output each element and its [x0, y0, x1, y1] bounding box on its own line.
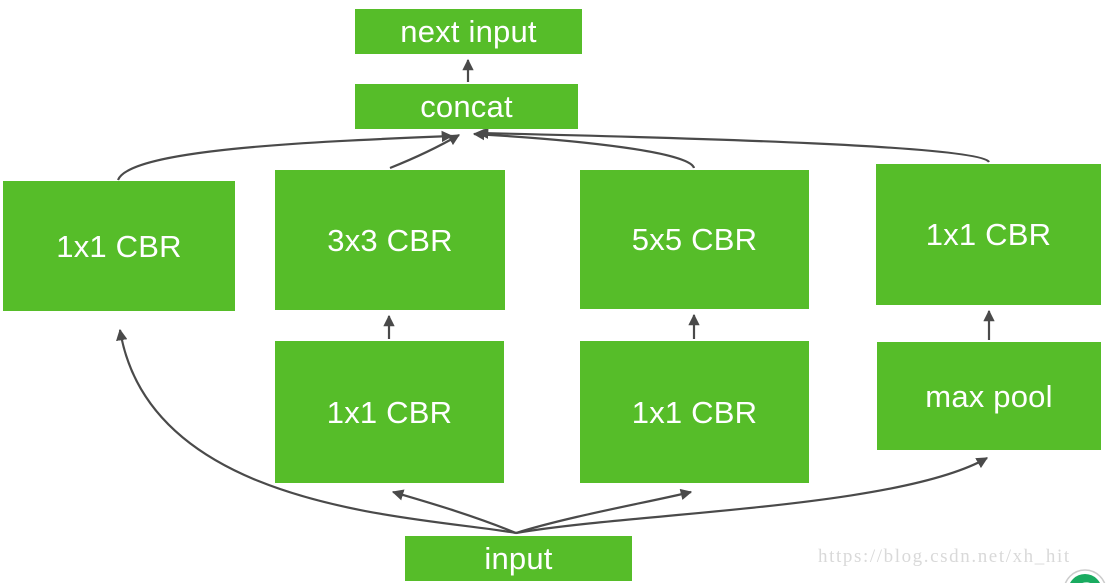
watermark-url: https://blog.csdn.net/xh_hit [818, 546, 1071, 567]
csdn-logo-icon [1064, 569, 1106, 583]
node-cbr-1x1-branch2[interactable]: 1x1 CBR [275, 341, 504, 483]
edge-cbr3x3-to-concat [389, 134, 460, 170]
node-cbr-1x1-branch1-label: 1x1 CBR [56, 228, 182, 264]
node-cbr-1x1-branch2-label: 1x1 CBR [326, 394, 453, 430]
edge-cbr5x5-to-concat [472, 128, 696, 169]
node-cbr-1x1-branch4-label: 1x1 CBR [925, 217, 1052, 252]
node-input-label: input [484, 541, 553, 576]
edge-input-to-cbr1x1c [515, 488, 693, 535]
node-concat[interactable]: concat [355, 84, 578, 129]
node-cbr-5x5[interactable]: 5x5 CBR [580, 170, 809, 309]
node-concat-label: concat [420, 89, 513, 124]
node-cbr-1x1-branch3[interactable]: 1x1 CBR [580, 341, 809, 483]
node-input[interactable]: input [405, 536, 632, 581]
node-cbr-3x3[interactable]: 3x3 CBR [275, 170, 505, 310]
edge-input-to-cbr1x1b [391, 489, 517, 535]
node-cbr-1x1-branch1[interactable]: 1x1 CBR [3, 181, 235, 311]
node-cbr-3x3-label: 3x3 CBR [327, 222, 453, 258]
node-max-pool-label: max pool [925, 378, 1053, 414]
node-cbr-1x1-branch3-label: 1x1 CBR [631, 394, 758, 430]
node-max-pool[interactable]: max pool [877, 342, 1101, 450]
node-next-input-label: next input [400, 14, 537, 49]
edge-cbr1x1d-to-concat [476, 127, 990, 163]
node-cbr-1x1-branch4[interactable]: 1x1 CBR [876, 164, 1101, 305]
node-next-input[interactable]: next input [355, 9, 582, 54]
node-cbr-5x5-label: 5x5 CBR [631, 222, 758, 257]
